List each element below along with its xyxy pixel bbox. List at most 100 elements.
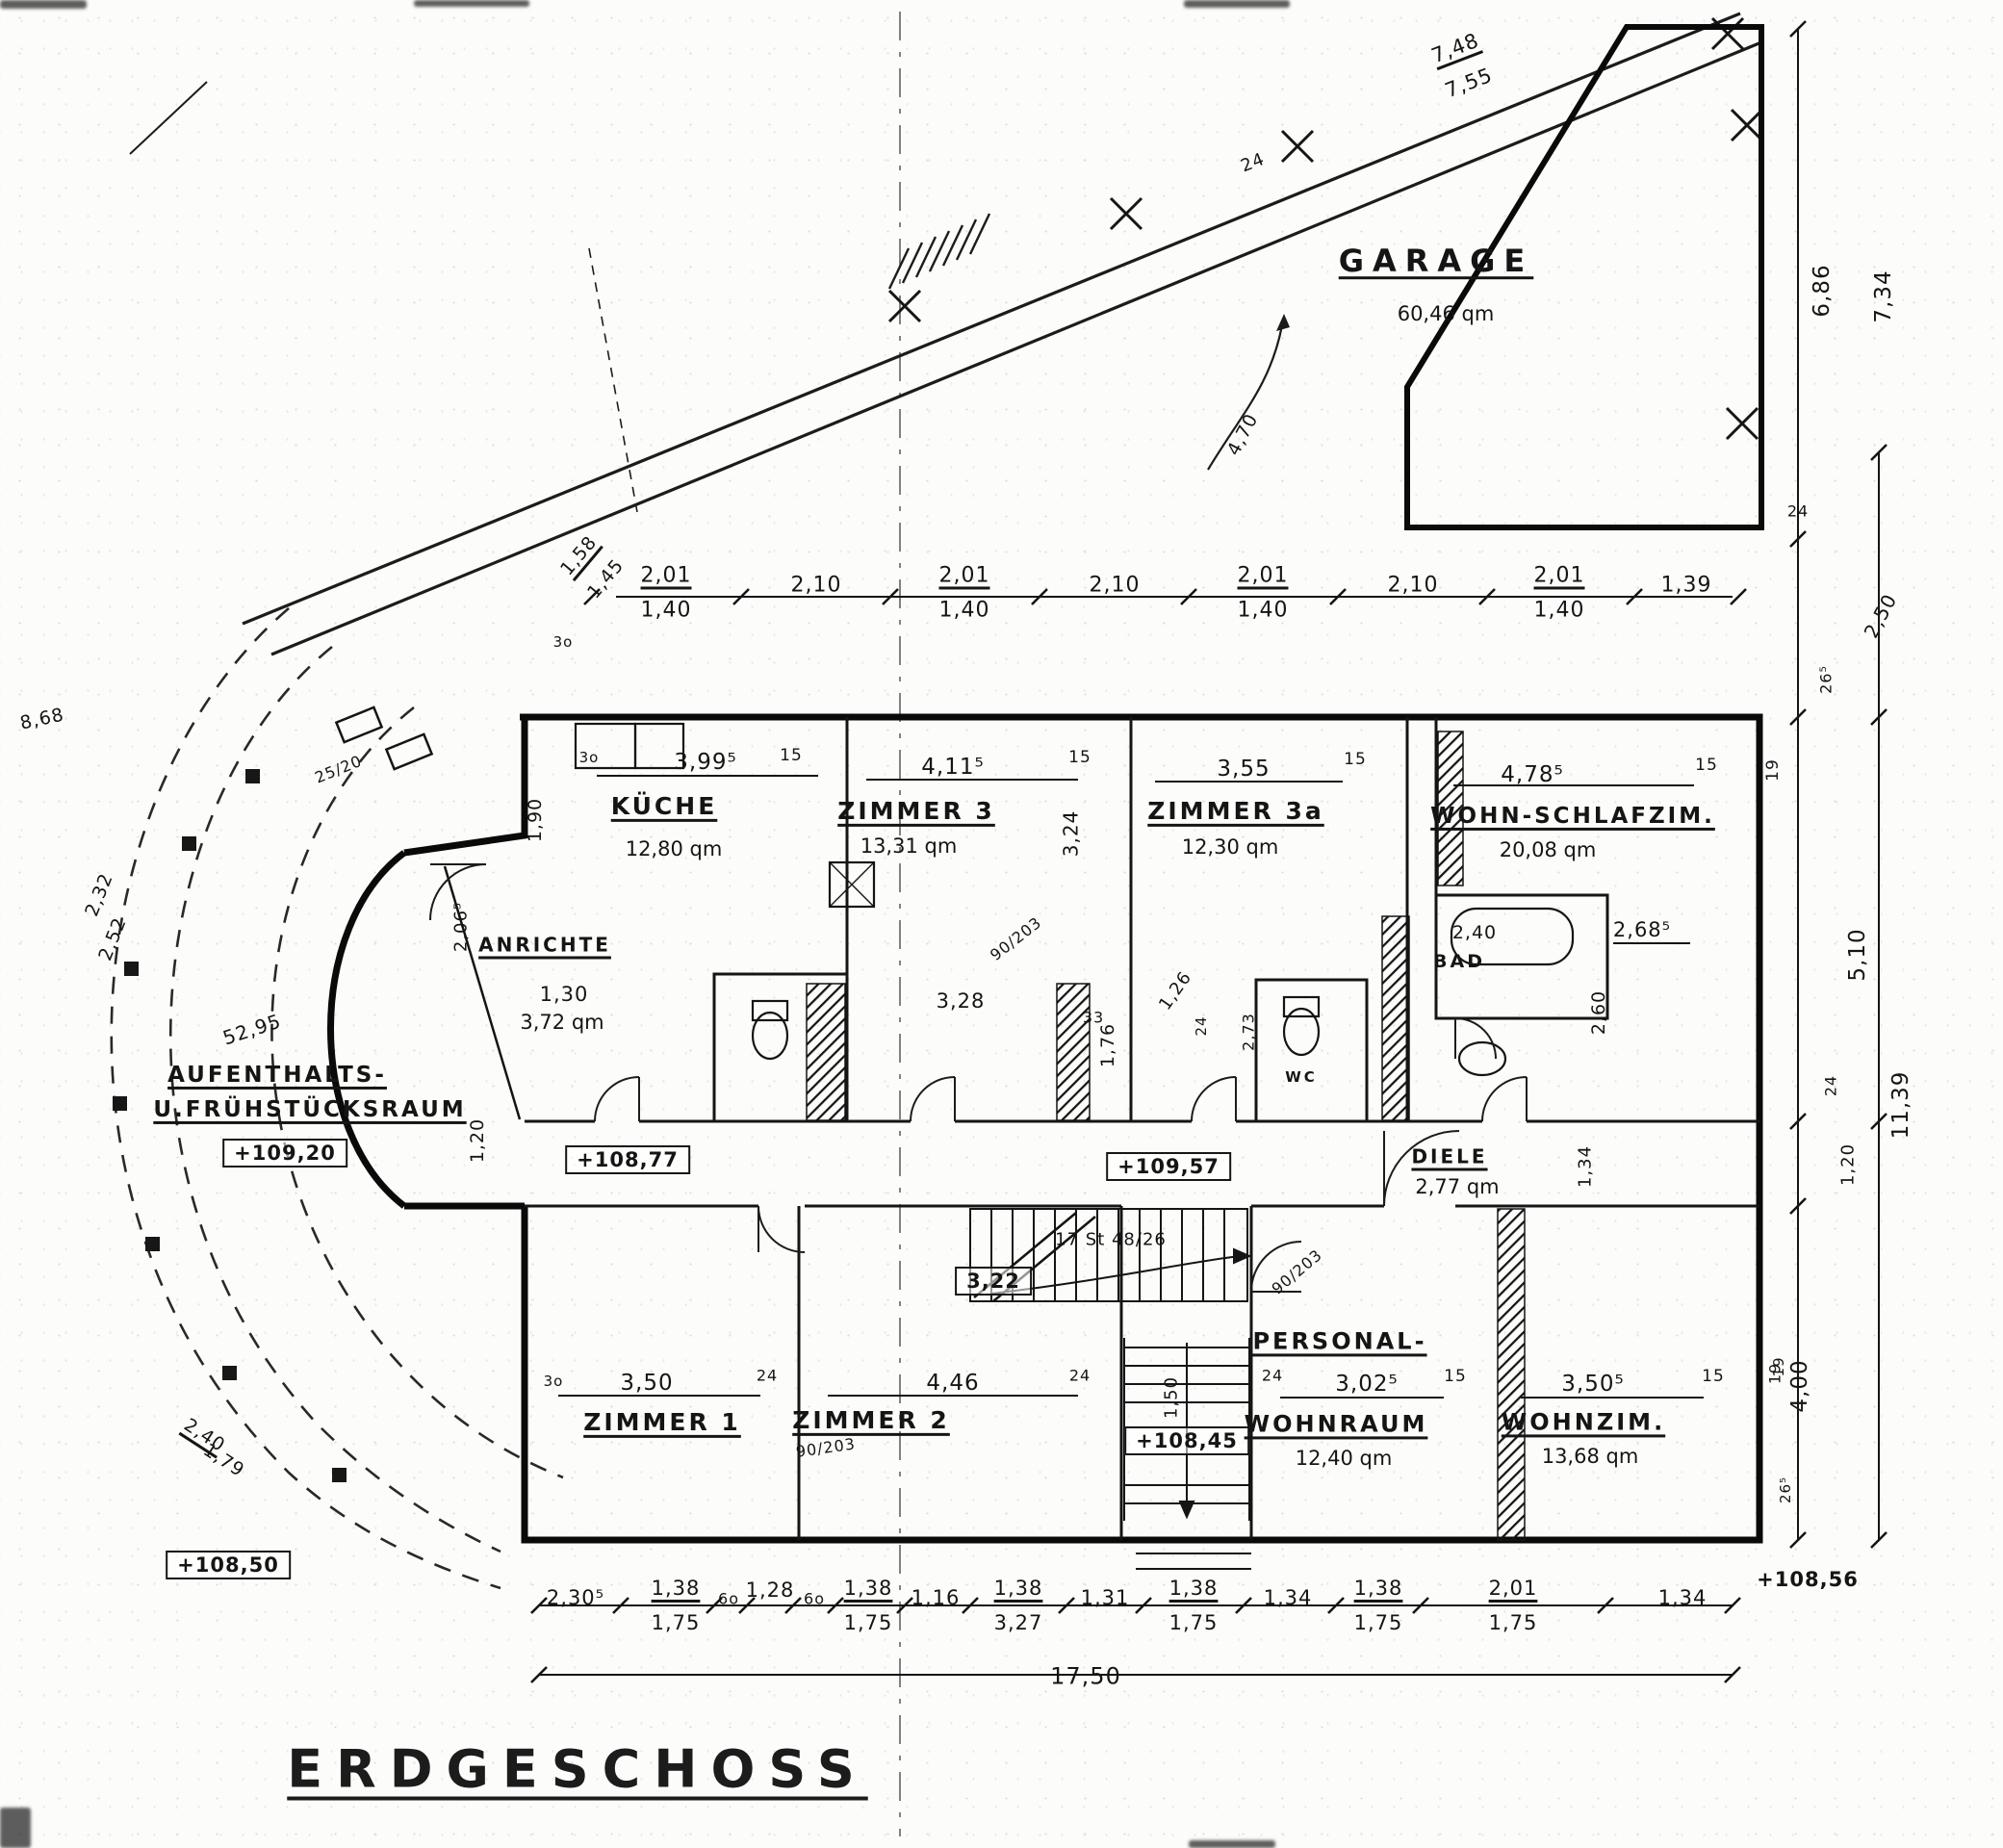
dimension-label: 1,31 — [1080, 1585, 1130, 1609]
dimension-label: 7,34 — [1870, 270, 1896, 323]
room-name: WOHN-SCHLAFZIM. — [1430, 803, 1715, 829]
dimension-label: 1,34 — [1575, 1144, 1596, 1189]
dimension-label: 4,00 — [1786, 1359, 1812, 1413]
dimension-label: 6,86 — [1809, 264, 1835, 318]
dimension-label: 3o — [578, 749, 600, 767]
dimension-label: 2,60 — [1588, 989, 1610, 1036]
elevation-marker: +109,57 — [1106, 1151, 1231, 1182]
dimension-label: 15 — [1444, 1367, 1467, 1387]
room-name: DIELE — [1411, 1144, 1488, 1168]
room-name: WC — [1285, 1068, 1318, 1087]
dimension-label: 2,10 — [1387, 573, 1439, 598]
stairs-down-entrance — [1123, 1338, 1251, 1570]
driveway-arcs — [110, 607, 564, 1590]
dimension-label: 19 — [1770, 1356, 1788, 1377]
dimension-label: 15 — [1344, 750, 1367, 770]
door-swings — [429, 863, 1528, 1293]
dimension-label: 1,34 — [1263, 1585, 1313, 1609]
room-name: U.FRÜHSTÜCKSRAUM — [153, 1096, 467, 1122]
toilet — [751, 1011, 789, 1061]
dimension-label: 1,75 — [651, 1610, 701, 1634]
dimension-label: 15 — [1695, 756, 1718, 776]
dimension-label: 24 — [1068, 1366, 1091, 1385]
room-area: 12,40 qm — [1295, 1446, 1393, 1470]
scan-artifact — [0, 0, 87, 9]
dimension-label: 17 St 48/26 — [1055, 1229, 1167, 1250]
dimension-label: 5,10 — [1844, 928, 1870, 982]
dimension-label: 4,78⁵ — [1501, 761, 1564, 787]
dimension-label: 2,01 — [1488, 1576, 1538, 1600]
dimension-label: 2,68⁵ — [1612, 917, 1672, 941]
dimension-label: 3,27 — [993, 1610, 1043, 1634]
arrowhead — [1276, 314, 1290, 331]
dimension-label: 4,46 — [926, 1370, 980, 1396]
dimension-label: 2,01 — [938, 563, 990, 588]
room-area: 13,68 qm — [1541, 1444, 1639, 1468]
dimension-label: 1,38 — [1168, 1576, 1219, 1600]
dimension-label: 2,01 — [1237, 563, 1289, 588]
dimension-label: 3o — [543, 1373, 564, 1391]
dimension-label: 26⁵ — [1777, 1476, 1795, 1504]
room-area: 13,31 qm — [860, 834, 958, 858]
dimension-label: 19 — [1763, 758, 1784, 782]
garage-drive-arc — [1207, 324, 1284, 471]
survey-x-marks — [887, 16, 1764, 441]
dimension-label: 2,73 — [1239, 1013, 1258, 1051]
dimension-label: 1,20 — [467, 1117, 489, 1164]
dimension-label: 33 — [1082, 1008, 1105, 1027]
dimension-label: 1,16 — [911, 1585, 961, 1609]
outer-walls — [327, 713, 1763, 1544]
dimension-label: 11,39 — [1887, 1070, 1913, 1140]
elevation-marker: +108,77 — [565, 1144, 690, 1175]
dimension-label: 2,06⁵ — [450, 901, 472, 953]
dimension-label: 1,75 — [1168, 1610, 1219, 1634]
dimension-label: 1,28 — [745, 1578, 795, 1602]
dimension-label: 4,11⁵ — [921, 754, 985, 780]
dimension-label: 2,01 — [1533, 563, 1585, 588]
dimension-label: 1,38 — [1353, 1576, 1403, 1600]
dimension-label: 2,01 — [640, 563, 692, 588]
wall-shafts — [806, 731, 1526, 1541]
toilet-tank — [751, 999, 789, 1022]
dimension-label: 1,40 — [1533, 598, 1585, 623]
dimension-label: 2,10 — [1089, 573, 1141, 598]
dimension-label: 2,30⁵ — [546, 1585, 605, 1609]
room-area: 20,08 qm — [1499, 837, 1597, 861]
elevation-marker: +108,56 — [1757, 1567, 1859, 1591]
elevation-marker: +108,45 — [1124, 1425, 1249, 1456]
room-area: 12,30 qm — [1181, 834, 1279, 859]
dimension-label: 24 — [1261, 1366, 1284, 1385]
toilet — [1282, 1007, 1321, 1057]
dimension-label: 1,38 — [993, 1576, 1043, 1600]
dimension-label: 24 — [756, 1366, 779, 1385]
scan-artifact — [0, 1808, 31, 1848]
dimension-label: 24 — [1786, 501, 1810, 521]
dimension-ticks — [530, 20, 1887, 1683]
dimension-label: 1,75 — [843, 1610, 893, 1634]
fixtures — [574, 722, 1575, 1077]
elevation-marker: 3,22 — [955, 1266, 1032, 1296]
garage-walls — [1404, 24, 1764, 530]
room-name: AUFENTHALTS- — [167, 1062, 387, 1088]
room-name: GARAGE — [1338, 243, 1534, 280]
dimension-label: 1,38 — [843, 1576, 893, 1600]
dimension-label: 1,40 — [640, 598, 692, 623]
kitchen-counter — [633, 722, 685, 770]
dimension-label: 1,40 — [1237, 598, 1289, 623]
dimension-label: 2,10 — [790, 573, 842, 598]
road — [129, 12, 1762, 656]
plan-title: ERDGESCHOSS — [287, 1738, 868, 1800]
dimension-label: 1,39 — [1660, 573, 1712, 598]
dimension-label: 1,38 — [651, 1576, 701, 1600]
dimension-label: 15 — [780, 746, 803, 766]
appliance-box — [828, 860, 876, 909]
dimension-label: 15 — [1702, 1367, 1725, 1387]
elevation-marker: +109,20 — [222, 1138, 347, 1168]
room-name: PERSONAL- — [1252, 1327, 1427, 1355]
dimension-label: 26⁵ — [1816, 665, 1836, 694]
dimension-label: 3,28 — [936, 988, 986, 1013]
dimension-lines — [539, 29, 1880, 1676]
room-name: KÜCHE — [610, 791, 718, 820]
